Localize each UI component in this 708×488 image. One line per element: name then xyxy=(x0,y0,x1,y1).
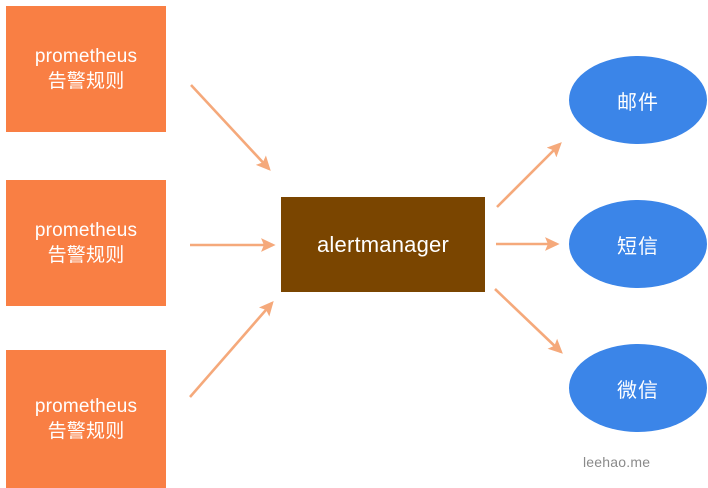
prometheus-label-2: prometheus xyxy=(34,219,138,241)
arrow-alertmanager-to-email xyxy=(496,142,562,208)
alertmanager-label: alertmanager xyxy=(316,231,450,257)
destination-label-wechat: 微信 xyxy=(617,377,659,402)
prometheus-label-3: prometheus xyxy=(34,395,138,417)
alert-rule-label-3: 告警规则 xyxy=(47,420,125,442)
destination-ellipse-sms: 短信 xyxy=(569,200,707,288)
prometheus-source-box-1: prometheus 告警规则 xyxy=(6,6,166,132)
destination-ellipse-email: 邮件 xyxy=(569,56,707,144)
arrow-source-1-to-alertmanager xyxy=(190,84,271,171)
prometheus-source-box-3: prometheus 告警规则 xyxy=(6,350,166,488)
destination-label-sms: 短信 xyxy=(617,233,659,258)
alert-rule-label-2: 告警规则 xyxy=(47,244,125,266)
arrow-source-3-to-alertmanager xyxy=(189,301,274,398)
prometheus-label-1: prometheus xyxy=(34,45,138,67)
alert-rule-label-1: 告警规则 xyxy=(47,70,125,92)
arrow-alertmanager-to-wechat xyxy=(494,288,563,354)
watermark-text: leehao.me xyxy=(583,454,651,470)
destination-label-email: 邮件 xyxy=(617,89,659,114)
destination-ellipse-wechat: 微信 xyxy=(569,344,707,432)
alertmanager-box: alertmanager xyxy=(281,197,485,292)
prometheus-source-box-2: prometheus 告警规则 xyxy=(6,180,166,306)
